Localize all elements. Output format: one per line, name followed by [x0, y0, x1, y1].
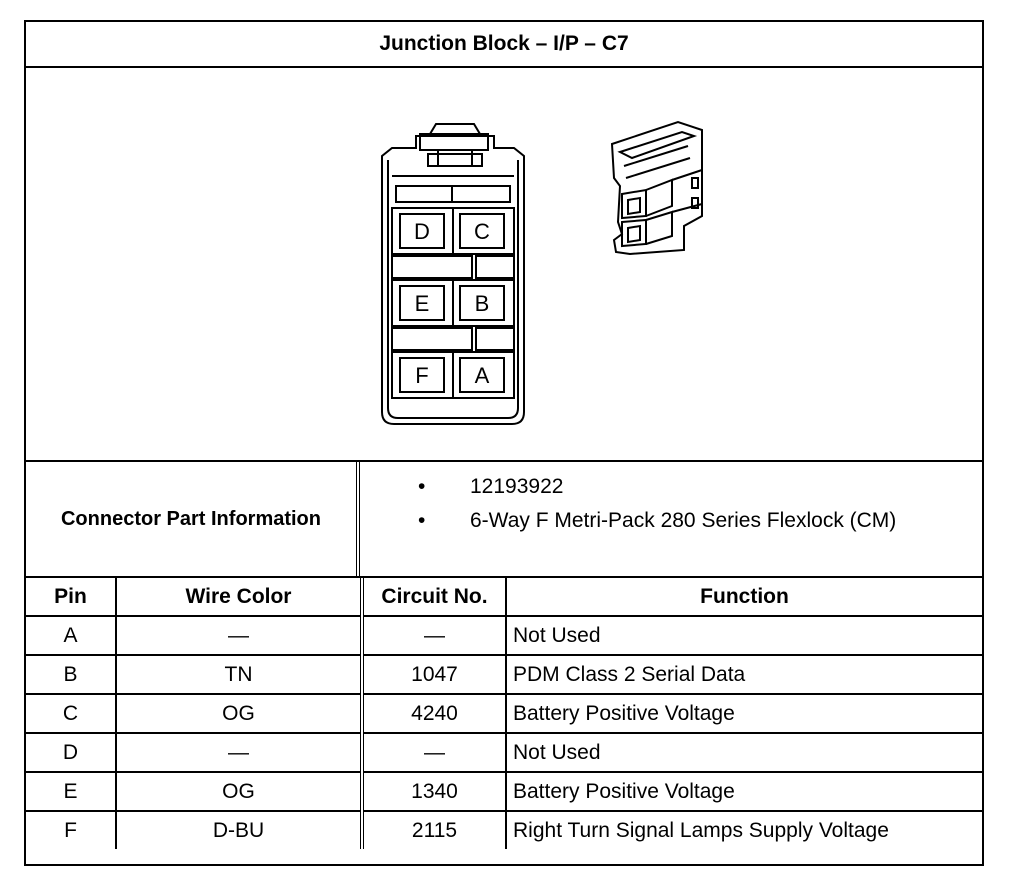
bullet-icon: •: [418, 475, 426, 498]
function-cell: Battery Positive Voltage: [505, 693, 982, 734]
function-cell: Right Turn Signal Lamps Supply Voltage: [505, 810, 982, 849]
pinout-table: Pin Wire Color Circuit No. Function A — …: [26, 578, 982, 849]
pin-cell: A: [26, 615, 117, 656]
header-pin: Pin: [26, 578, 117, 617]
pin-cell: E: [26, 771, 117, 812]
table-row: F D-BU 2115 Right Turn Signal Lamps Supp…: [26, 810, 982, 849]
list-item: • 12193922: [366, 470, 982, 504]
cavity-label-d: D: [414, 219, 430, 244]
table-row: C OG 4240 Battery Positive Voltage: [26, 693, 982, 734]
function-cell: Not Used: [505, 615, 982, 656]
cavity-label-a: A: [475, 363, 490, 388]
connector-drawing: D C E B F A: [381, 120, 703, 425]
connector-figure: D C E B F A: [26, 66, 982, 462]
circuit-cell: 2115: [361, 810, 507, 849]
circuit-cell: 1047: [361, 654, 507, 695]
connector-isometric-icon: [610, 120, 703, 256]
connector-part-info: Connector Part Information • 12193922 • …: [26, 462, 982, 578]
header-wire-color: Wire Color: [115, 578, 364, 617]
pin-cell: D: [26, 732, 117, 773]
part-info-list: • 12193922 • 6-Way F Metri-Pack 280 Seri…: [366, 470, 982, 538]
wire-color-cell: —: [115, 732, 364, 773]
table-row: D — — Not Used: [26, 732, 982, 773]
list-item: • 6-Way F Metri-Pack 280 Series Flexlock…: [366, 504, 982, 538]
function-cell: Battery Positive Voltage: [505, 771, 982, 812]
cavity-label-b: B: [475, 291, 490, 316]
part-description: 6-Way F Metri-Pack 280 Series Flexlock (…: [470, 509, 897, 532]
header-function: Function: [505, 578, 982, 617]
wire-color-cell: OG: [115, 771, 364, 812]
function-cell: PDM Class 2 Serial Data: [505, 654, 982, 695]
wire-color-cell: OG: [115, 693, 364, 734]
pin-cell: B: [26, 654, 117, 695]
function-cell: Not Used: [505, 732, 982, 773]
circuit-cell: —: [361, 732, 507, 773]
table-row: B TN 1047 PDM Class 2 Serial Data: [26, 654, 982, 695]
wire-color-cell: —: [115, 615, 364, 656]
wire-color-cell: TN: [115, 654, 364, 695]
bullet-icon: •: [418, 509, 426, 532]
part-info-label: Connector Part Information: [26, 462, 360, 576]
connector-sheet: Junction Block – I/P – C7: [24, 20, 984, 866]
cavity-label-c: C: [474, 219, 490, 244]
cavity-label-e: E: [415, 291, 430, 316]
pin-cell: F: [26, 810, 117, 849]
pin-cell: C: [26, 693, 117, 734]
circuit-cell: 4240: [361, 693, 507, 734]
cavity-label-f: F: [415, 363, 428, 388]
table-row: E OG 1340 Battery Positive Voltage: [26, 771, 982, 812]
circuit-cell: —: [361, 615, 507, 656]
table-row: A — — Not Used: [26, 615, 982, 656]
wire-color-cell: D-BU: [115, 810, 364, 849]
page-title: Junction Block – I/P – C7: [26, 22, 982, 68]
part-number: 12193922: [470, 475, 564, 498]
circuit-cell: 1340: [361, 771, 507, 812]
table-header-row: Pin Wire Color Circuit No. Function: [26, 578, 982, 617]
header-circuit-no: Circuit No.: [361, 578, 507, 617]
